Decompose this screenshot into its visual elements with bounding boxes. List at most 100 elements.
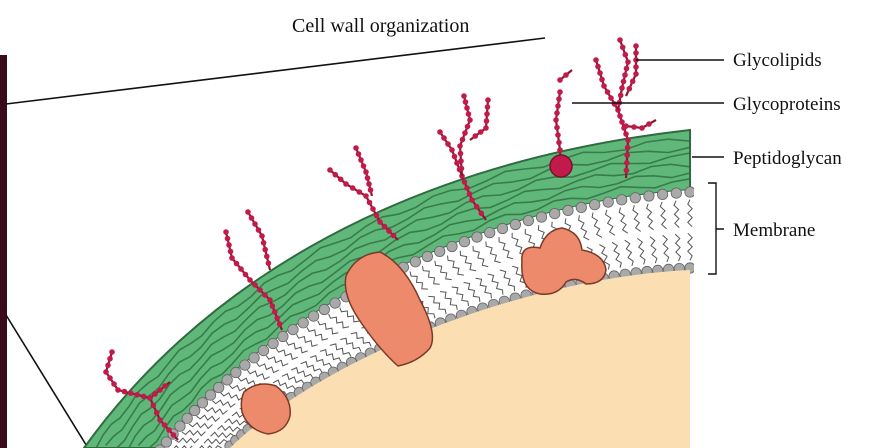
label-glycoproteins: Glycoproteins (733, 94, 841, 115)
glycolipid-bead (107, 375, 113, 381)
glycolipid-bead (617, 37, 623, 43)
glycolipid-bead (619, 119, 625, 125)
glycolipid-bead (151, 403, 157, 409)
glycolipid-bead (152, 391, 158, 397)
glycolipid-bead (625, 145, 631, 151)
glycoprotein-bead (343, 181, 349, 187)
glycoprotein-bead (445, 141, 451, 147)
phospholipid-head (214, 382, 224, 392)
glycolipid-bead (624, 160, 630, 166)
glycolipid-bead (262, 247, 268, 253)
glycoprotein-bead (338, 177, 344, 183)
phospholipid-head (319, 304, 329, 314)
glycoprotein-bead (484, 118, 490, 124)
glycolipid-bead (623, 52, 629, 58)
glycoprotein-bead (437, 129, 443, 135)
glycolipid-bead (593, 57, 599, 63)
glycoprotein-bead (462, 130, 468, 136)
glycoprotein-bead (459, 166, 465, 172)
phospholipid-head (685, 187, 695, 197)
glycoprotein-bead (557, 89, 563, 95)
glycoprotein-bead (391, 233, 397, 239)
phospholipid-head (550, 208, 560, 218)
phospholipid-head (268, 338, 278, 348)
glycoprotein-bead (556, 96, 562, 102)
phospholipid-head (459, 237, 469, 247)
glycoprotein-bead (356, 151, 362, 157)
glycolipid-bead (623, 123, 629, 129)
phospholipid-head (258, 345, 268, 355)
membrane-bracket (708, 183, 724, 274)
phospholipid-head (249, 353, 259, 363)
glycoprotein-bead (333, 172, 339, 178)
glycoprotein-bead (458, 151, 464, 157)
glycoprotein-bead (466, 111, 472, 117)
glycolipid-bead (226, 242, 232, 248)
glycolipid-bead (608, 95, 614, 101)
phospholipid-head (308, 311, 318, 321)
phospholipid-head (222, 375, 232, 385)
glycoprotein-bead (449, 147, 455, 153)
glycolipid-bead (157, 387, 163, 393)
glycolipid-bead (617, 113, 623, 119)
glycolipid-bead (147, 395, 153, 401)
glycolipid-bead (623, 131, 629, 137)
glycolipid-bead (595, 64, 601, 70)
glycoprotein-bead (485, 97, 491, 103)
glycoprotein-bead (478, 129, 484, 135)
glycolipid-bead (619, 85, 625, 91)
glycoprotein-bead (460, 137, 466, 143)
glycolipid-bead (252, 221, 258, 227)
glycolipid-bead (264, 254, 270, 260)
glycolipid-bead (633, 71, 639, 77)
glycolipid-bead (103, 369, 109, 375)
glycoprotein-bead (374, 213, 380, 219)
glycolipid-bead (238, 266, 244, 272)
glycolipid-bead (277, 321, 283, 327)
glycoprotein-bead (458, 158, 464, 164)
glycolipid-bead (249, 215, 255, 221)
glycolipid-bead (612, 101, 618, 107)
glycoprotein-bead (464, 185, 470, 191)
phospholipid-head (523, 215, 533, 225)
glycolipid-bead (646, 121, 652, 127)
glycoprotein-bead (555, 103, 561, 109)
phospholipid-head (617, 195, 627, 205)
phospholipid-head (447, 241, 457, 251)
glycolipid-bead (630, 79, 636, 85)
glycolipid-bead (166, 427, 172, 433)
phospholipid-head (510, 219, 520, 229)
glycolipid-bead (111, 381, 117, 387)
glycolipid-bead (618, 93, 624, 99)
glycolipid-bead (597, 70, 603, 76)
glycolipid-bead (622, 72, 628, 78)
glycolipid-bead (229, 255, 235, 261)
glycoprotein-bead (473, 133, 479, 139)
glycolipid-bead (270, 303, 276, 309)
glycolipid-bead (245, 209, 251, 215)
glycolipid-bead (225, 236, 231, 242)
phospholipid-head (603, 197, 613, 207)
glycolipid-bead (223, 229, 229, 235)
glycoprotein-bead (474, 204, 480, 210)
glycolipid-bead (157, 417, 163, 423)
phospholipid-head (231, 367, 241, 377)
glycoprotein-bead (457, 143, 463, 149)
glycolipid-bead (633, 64, 639, 70)
glycolipid-bead (624, 168, 630, 174)
glycoprotein-bead (370, 206, 376, 212)
glycolipid-bead (171, 432, 177, 438)
glycoprotein-bead (483, 125, 489, 131)
glycolipid-bead (631, 124, 637, 130)
glycolipid-bead (162, 422, 168, 428)
glycolipid-bead (601, 83, 607, 89)
glycoprotein-bead (556, 140, 562, 146)
glycolipid-bead (639, 125, 645, 131)
glycoprotein-bead (462, 179, 468, 185)
glycolipid-bead (234, 261, 240, 267)
glycoprotein-bead (365, 175, 371, 181)
glycolipid-bead (141, 394, 147, 400)
glycoprotein-bead (366, 181, 372, 187)
glycolipid-bead (154, 410, 160, 416)
